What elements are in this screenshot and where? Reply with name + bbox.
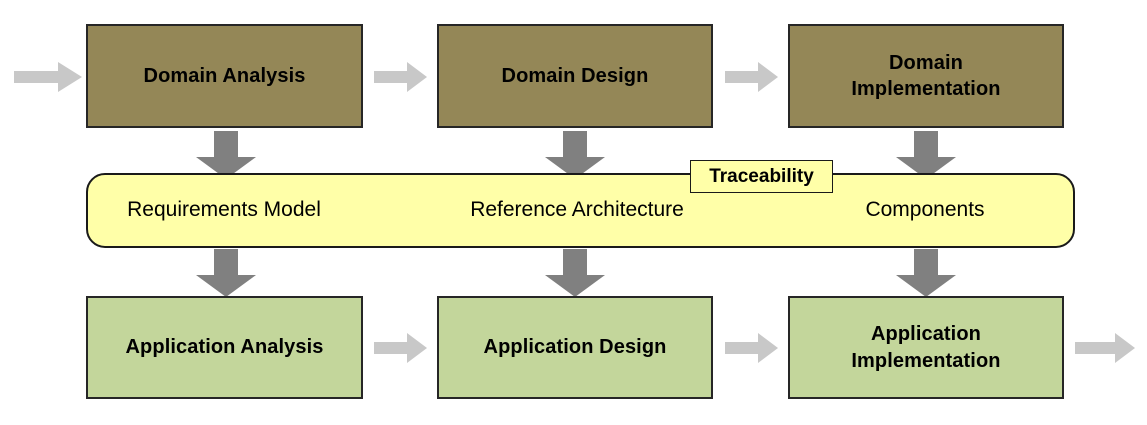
domain-design-label: Domain Design (501, 64, 649, 87)
domain-implementation-label-line2: Implementation (851, 78, 1001, 100)
artifact-requirements-model: Requirements Model (127, 198, 321, 221)
domain-analysis-label: Domain Analysis (143, 64, 306, 87)
domain-design-to-implementation-arrow (725, 62, 778, 92)
artifact-components: Components (865, 198, 985, 221)
application-design-box[interactable]: Application Design (437, 296, 713, 399)
trace-arrow-domain-analysis-down (196, 131, 256, 179)
domain-implementation-label-line1: Domain (889, 51, 963, 74)
trace-arrow-reference-architecture-down (545, 249, 605, 297)
trace-arrow-requirements-model-down (196, 249, 256, 297)
application-implementation-label-line2: Implementation (851, 349, 1001, 372)
application-implementation-label: Application Implementation (851, 321, 1000, 374)
application-implementation-box[interactable]: Application Implementation (788, 296, 1064, 399)
domain-implementation-box[interactable]: Domain Implementation (788, 24, 1064, 128)
application-design-label: Application Design (483, 336, 667, 359)
application-analysis-label: Application Analysis (125, 336, 324, 359)
application-implementation-label-line1: Application (870, 323, 981, 346)
artifact-reference-architecture: Reference Architecture (470, 198, 684, 221)
application-analysis-to-design-arrow (374, 333, 427, 363)
domain-design-box[interactable]: Domain Design (437, 24, 713, 128)
traceability-band (86, 173, 1075, 248)
trace-arrow-components-down (896, 249, 956, 297)
trace-arrow-domain-implementation-down (896, 131, 956, 179)
trace-arrow-domain-design-down (545, 131, 605, 179)
domain-analysis-to-design-arrow (374, 62, 427, 92)
traceability-badge: Traceability (690, 160, 833, 193)
application-output-arrow (1075, 333, 1135, 363)
domain-input-arrow (14, 62, 82, 92)
application-design-to-implementation-arrow (725, 333, 778, 363)
domain-implementation-label: Domain Implementation (851, 50, 1000, 103)
application-analysis-box[interactable]: Application Analysis (86, 296, 363, 399)
traceability-badge-label: Traceability (709, 165, 814, 187)
domain-analysis-box[interactable]: Domain Analysis (86, 24, 363, 128)
